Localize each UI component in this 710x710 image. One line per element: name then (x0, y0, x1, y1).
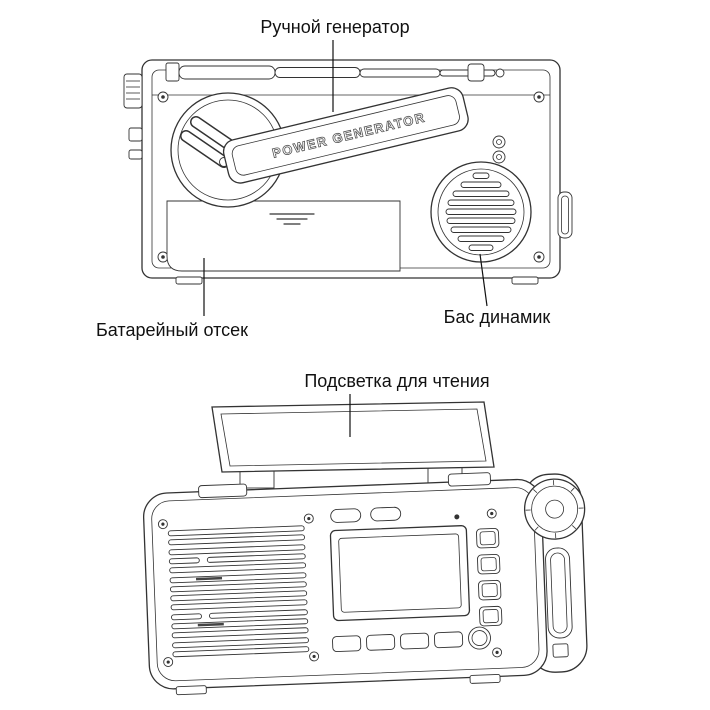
battery-door (166, 200, 401, 272)
hinge-block-left (198, 483, 248, 499)
reading-light-panel (211, 401, 495, 489)
hinge-block-right (447, 472, 491, 487)
front-foot-left (175, 685, 207, 696)
pill-button-left (330, 508, 362, 523)
display-screen (329, 525, 471, 622)
front-body (142, 472, 588, 696)
pill-button-right (370, 506, 402, 522)
back-screws (157, 91, 545, 263)
front-foot-right (469, 673, 501, 684)
button-column (476, 527, 503, 627)
tuning-knob (523, 478, 586, 540)
antenna (165, 62, 505, 82)
leader-bass-speaker (479, 253, 488, 307)
back-foot-left (175, 276, 203, 285)
side-knob (123, 73, 143, 160)
led-indicator (454, 514, 460, 520)
label-reading-light: Подсветка для чтения (304, 371, 489, 391)
label-bass-speaker: Бас динамик (444, 307, 551, 327)
bass-speaker-grille (430, 161, 532, 263)
back-foot-right (511, 276, 539, 285)
front-view: Подсветка для чтения (142, 371, 588, 696)
label-battery-compartment: Батарейный отсек (96, 320, 248, 340)
strap-tab (557, 191, 573, 239)
button-row (332, 626, 491, 653)
front-speaker-grille (157, 513, 320, 667)
handle-latch (492, 135, 506, 164)
back-view: POWER GENERATOR Ручной генератор Батарей… (96, 17, 573, 340)
side-slot (545, 547, 573, 658)
label-hand-generator: Ручной генератор (260, 17, 409, 37)
